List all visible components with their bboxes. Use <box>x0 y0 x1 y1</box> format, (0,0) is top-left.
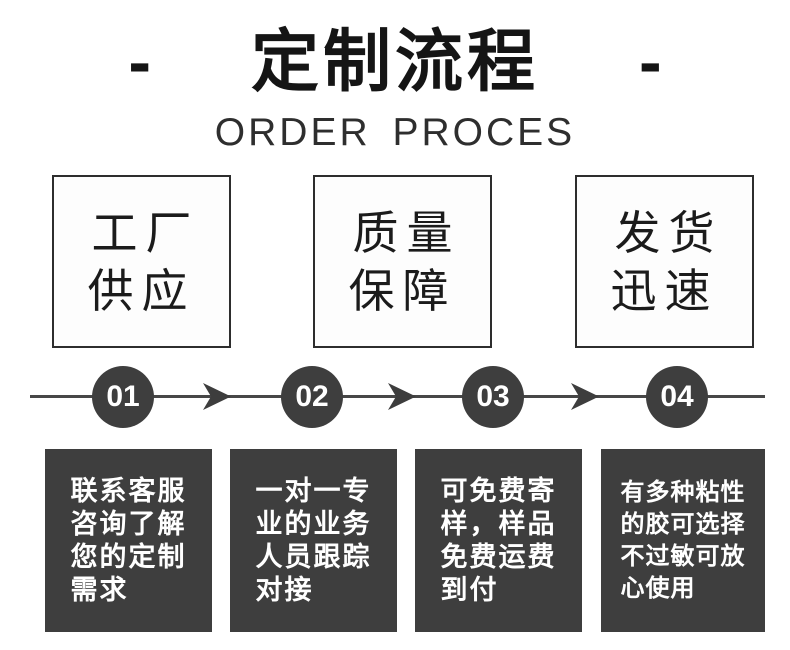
page-title-row: - 定制流程 - <box>0 16 790 108</box>
step-card-adhesive-options: 有多种粘性 的胶可选择 不过敏可放 心使用 <box>601 449 765 632</box>
step-number-badge-04: 04 <box>646 366 708 428</box>
page-title: 定制流程 <box>250 24 539 100</box>
step-card-text: 一对一专 业的业务 人员跟踪 对接 <box>255 475 372 605</box>
title-dash-left: - <box>128 24 151 100</box>
title-dash-right: - <box>639 24 662 100</box>
feature-box-label: 工厂 供应 <box>87 206 200 317</box>
step-card-one-on-one: 一对一专 业的业务 人员跟踪 对接 <box>230 449 397 632</box>
step-number-badge-01: 01 <box>92 366 154 428</box>
page-subtitle: ORDER PROCES <box>214 111 576 154</box>
step-number: 01 <box>106 380 140 413</box>
step-card-contact-service: 联系客服 咨询了解 您的定制 需求 <box>45 449 212 632</box>
step-number: 03 <box>476 380 510 413</box>
arrow-right-icon <box>388 383 416 410</box>
step-card-text: 有多种粘性 的胶可选择 不过敏可放 心使用 <box>620 478 746 602</box>
feature-box-factory-supply: 工厂 供应 <box>52 175 231 348</box>
step-card-text: 可免费寄 样，样品 免费运费 到付 <box>440 475 557 605</box>
feature-box-label: 发货 迅速 <box>610 206 723 317</box>
feature-box-fast-shipping: 发货 迅速 <box>575 175 754 348</box>
step-number-badge-02: 02 <box>281 366 343 428</box>
arrow-right-icon <box>571 383 599 410</box>
feature-box-quality-assurance: 质量 保障 <box>313 175 492 348</box>
arrow-right-icon <box>203 383 231 410</box>
step-card-free-sample: 可免费寄 样，样品 免费运费 到付 <box>415 449 582 632</box>
feature-box-label: 质量 保障 <box>348 206 461 317</box>
step-number-badge-03: 03 <box>462 366 524 428</box>
step-number: 02 <box>295 380 329 413</box>
step-card-text: 联系客服 咨询了解 您的定制 需求 <box>70 475 187 605</box>
step-number: 04 <box>660 380 694 413</box>
